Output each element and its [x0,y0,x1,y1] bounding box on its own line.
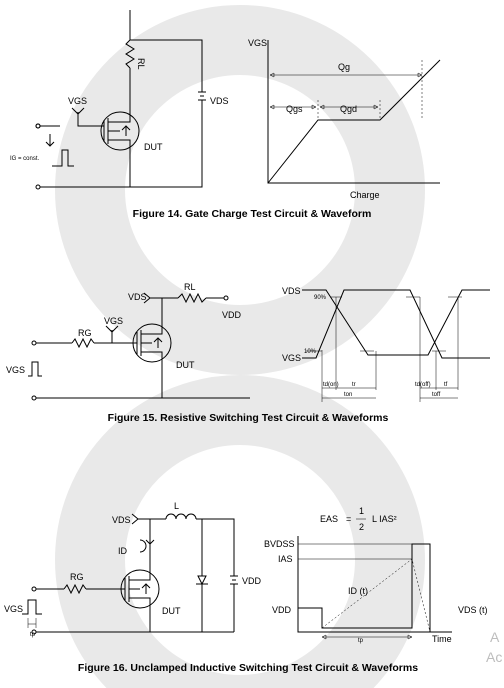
watermark-text-1: A [490,629,500,645]
dut-label: DUT [144,142,163,152]
id-label: ID [118,546,128,556]
id-t-ramp [321,558,431,633]
gate-charge-curve [267,59,441,184]
load-resistor-rl [177,292,207,304]
gate-resistor [63,583,87,595]
rl-label: RL [184,282,196,292]
figure-15-caption: Figure 15. Resistive Switching Test Circ… [108,412,389,424]
formula-rhs: L IAS² [372,514,397,524]
figure-16-waveform: BVDSS IAS VDD VDS (t) ID (t) tp Time [264,536,488,644]
figure-16-caption: Figure 16. Unclamped Inductive Switching… [78,662,418,674]
qg-label: Qg [338,62,350,72]
rg-label: RG [78,328,92,338]
ton-label: ton [344,392,352,398]
vds-label: VDS [112,515,131,525]
qgs-label: Qgs [286,104,303,114]
formula-denominator: 2 [359,522,364,532]
pct10-label: 10% [304,349,317,355]
vgs-axis-label: VGS [248,38,267,48]
tp-label: tp [30,632,36,638]
rg-label: RG [70,572,84,582]
load-resistor-label: RL [136,58,146,70]
idt-label: ID (t) [348,586,368,596]
vds-waveform [302,289,490,356]
vgs-wave-label: VGS [282,353,301,363]
figure-15-circuit: RL VDD VDS DUT RG VGS VGS [6,282,250,401]
tf-label: tf [444,382,448,388]
formula: EAS = 1 2 L IAS² [320,506,397,532]
vdd-label: VDD [222,310,242,320]
ias-label: IAS [278,554,293,564]
qgd-label: Qgd [340,104,357,114]
inductor [165,513,197,520]
ig-label: IG = const. [10,156,40,162]
figure-14-waveform: VGS Charge Qg Qgs Qgd [248,38,441,200]
formula-lhs: EAS [320,514,338,524]
bvdss-label: BVDSS [264,539,295,549]
vds-label: VDS [128,292,147,302]
time-label: Time [432,634,452,644]
formula-equals: = [346,514,351,524]
vgs-source-label: VGS [6,365,25,375]
load-resistor [125,39,135,69]
charge-axis-label: Charge [350,190,380,200]
vgs-waveform [302,289,490,359]
pct90-label: 90% [314,295,327,301]
vgs-label: VGS [4,604,23,614]
formula-numerator: 1 [359,506,364,516]
l-label: L [174,501,179,511]
td-off-label: td(off) [415,382,431,388]
figure-16-circuit: VDS L ID VDD DUT RG VGS tp [4,501,262,638]
dut-mosfet [100,111,140,151]
vdst-label: VDS (t) [458,605,488,615]
vdd-wave-label: VDD [272,605,292,615]
vgs-gate-label: VGS [104,316,123,326]
tr-label: tr [352,382,356,388]
figure-14-caption: Figure 14. Gate Charge Test Circuit & Wa… [133,208,372,220]
figure-15-waveform: VDS VGS 90% 10% td(on) tr ton td(off) tf… [282,286,490,402]
toff-label: toff [432,392,441,398]
td-on-label: td(on) [323,382,339,388]
dut-label: DUT [162,606,181,616]
vds-wave-label: VDS [282,286,301,296]
dut-label: DUT [176,360,195,370]
vdd-label: VDD [242,576,262,586]
vds-t-waveform [298,543,431,632]
vgs-label: VGS [68,96,87,106]
gate-resistor [71,337,95,349]
figure-14-circuit: RL VDS DUT VGS IG = const. [10,10,229,190]
vds-label: VDS [210,96,229,106]
background-watermark: A Ac [55,5,502,688]
tp-wave-label: tp [358,638,364,644]
watermark-text-2: Ac [486,649,502,665]
